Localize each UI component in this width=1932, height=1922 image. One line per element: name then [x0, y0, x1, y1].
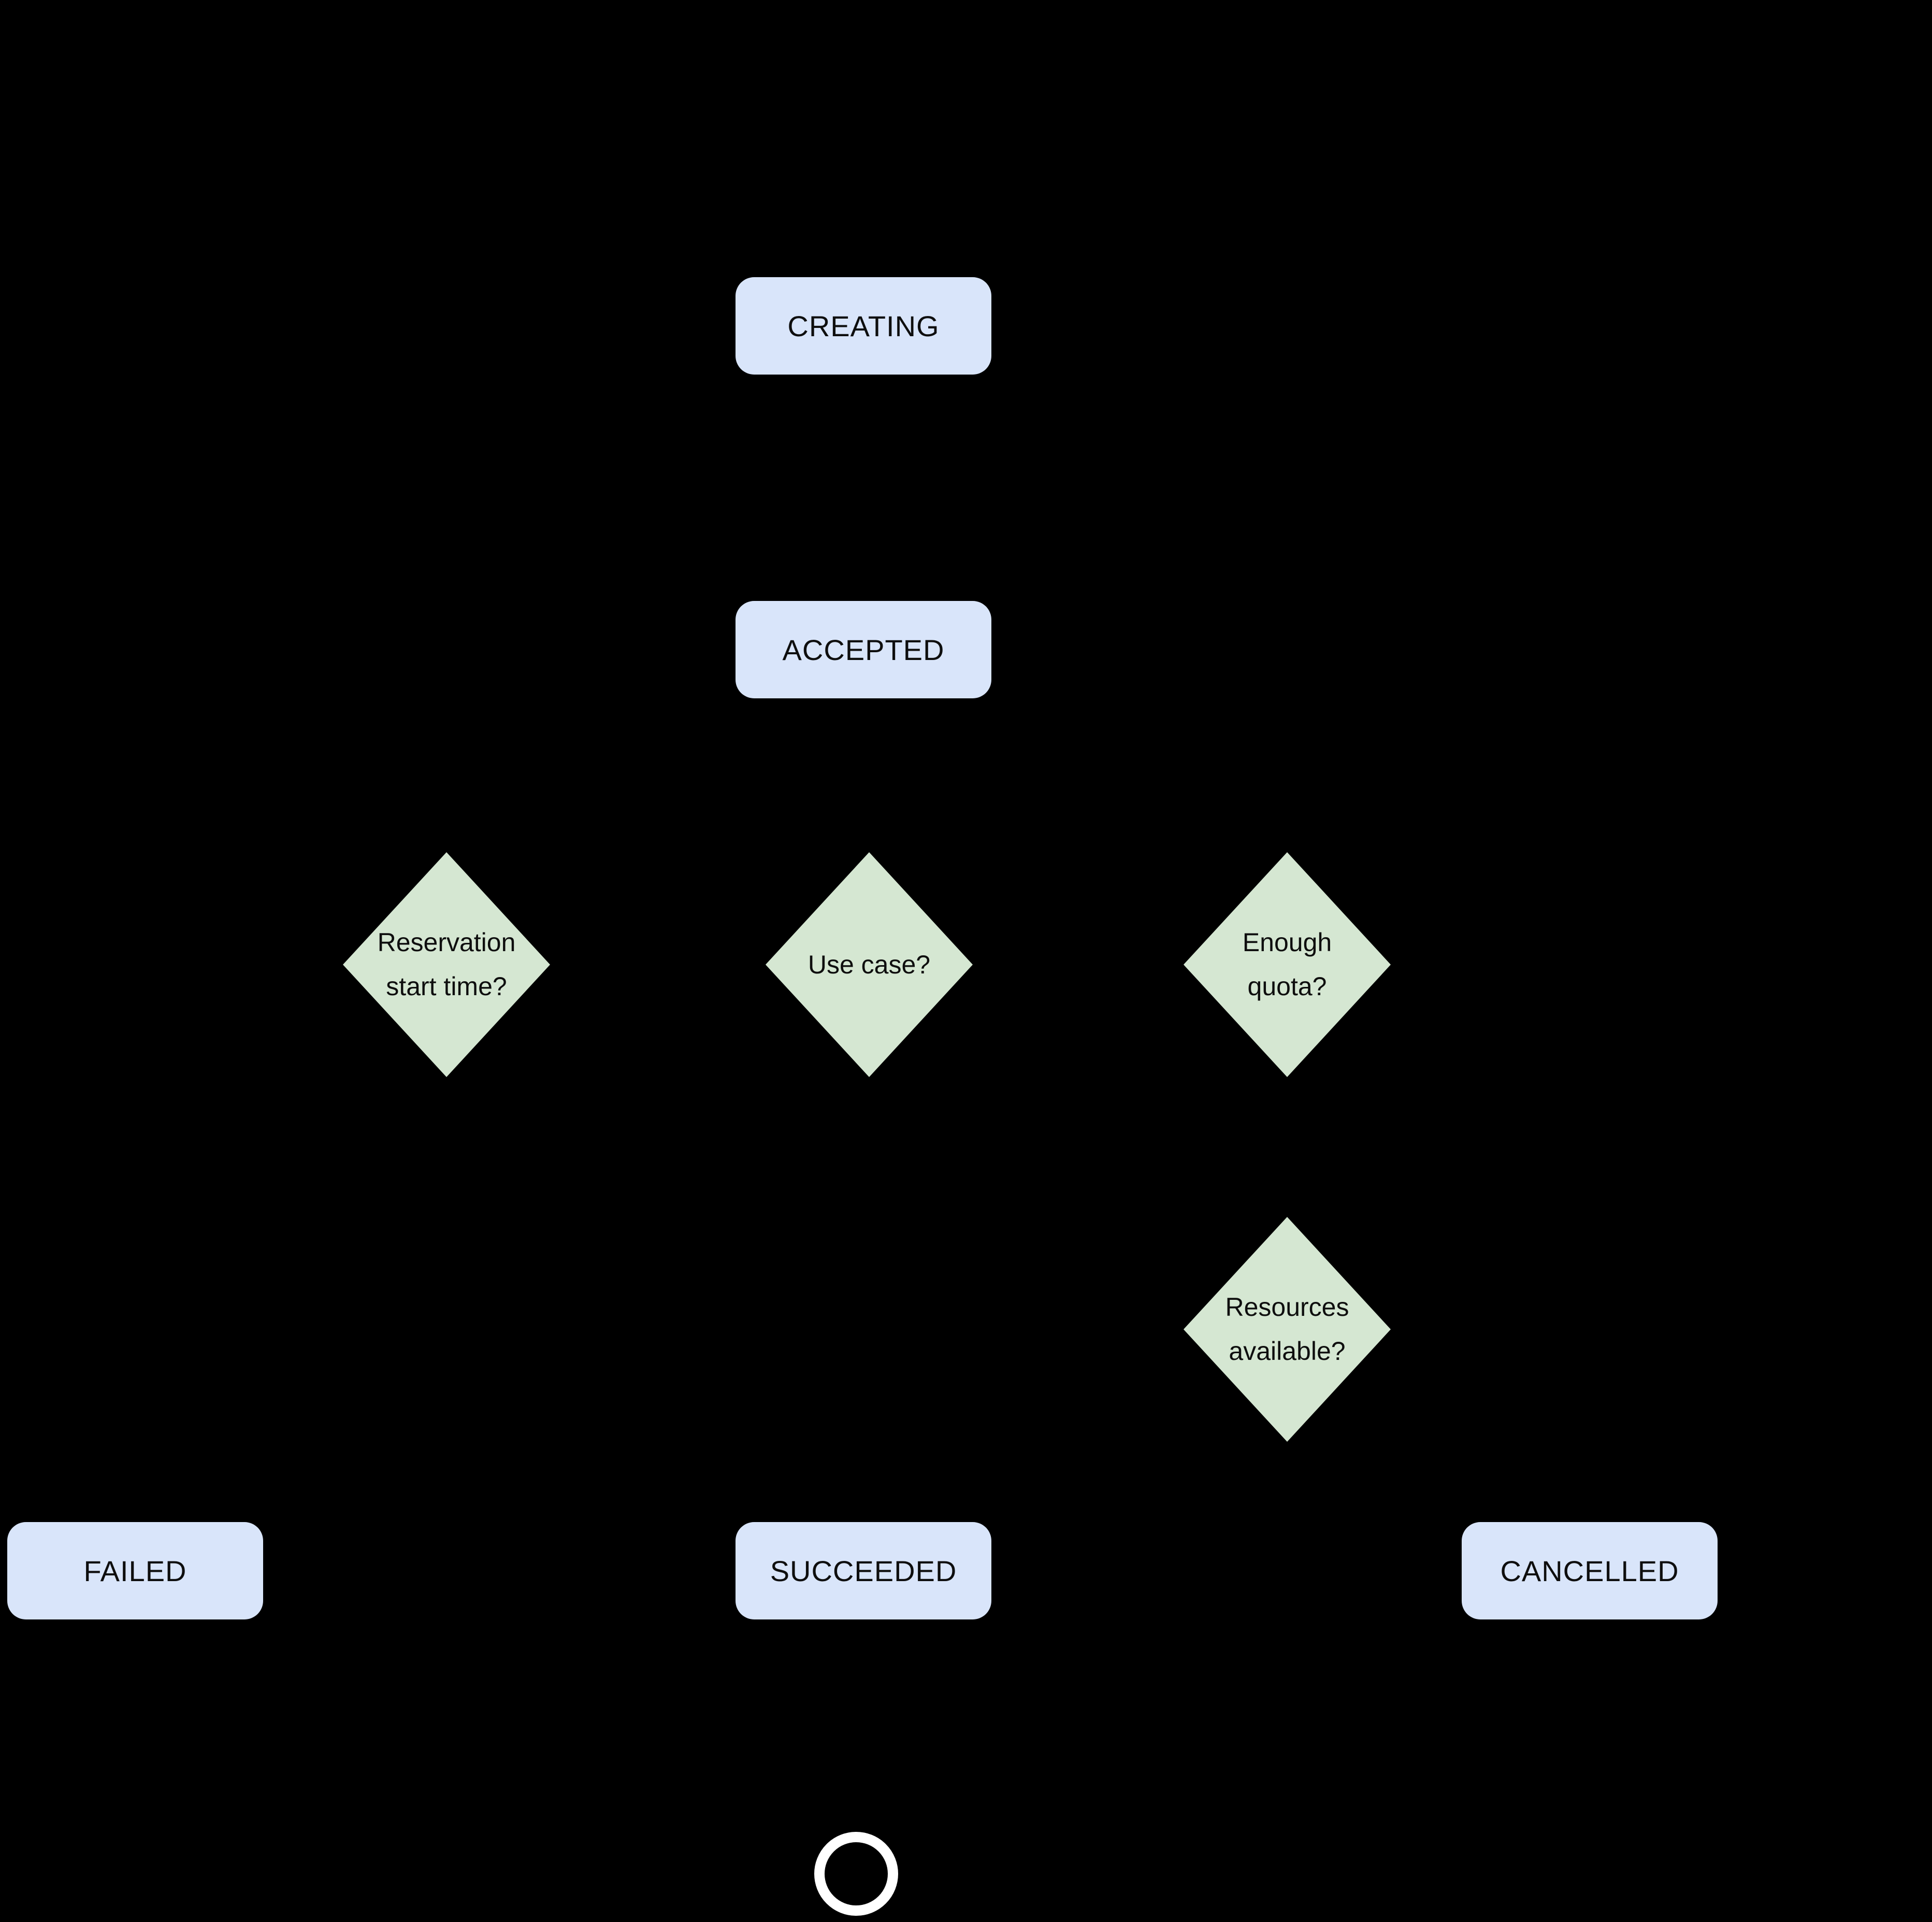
state-label-cancelled: CANCELLED: [1500, 1554, 1679, 1587]
decision-node-resources-available: Resources available?: [1184, 1217, 1391, 1442]
decision-node-enough-quota: Enough quota?: [1184, 852, 1391, 1077]
end-node-circle-icon: [814, 1832, 898, 1916]
decision-label-line: start time?: [386, 972, 507, 1001]
decision-node-reservation-start-time: Reservation start time?: [343, 852, 550, 1077]
decision-label-line: quota?: [1247, 972, 1327, 1001]
state-node-creating: CREATING: [736, 277, 991, 375]
state-label-creating: CREATING: [787, 309, 940, 342]
decision-label-line: Enough: [1242, 928, 1332, 957]
decision-label-line: available?: [1229, 1337, 1346, 1366]
state-node-failed: FAILED: [7, 1522, 263, 1619]
decision-label-line: Use case?: [808, 950, 931, 979]
decision-label-line: Resources: [1225, 1293, 1349, 1322]
decision-node-use-case: Use case?: [766, 852, 973, 1077]
state-node-accepted: ACCEPTED: [736, 601, 991, 698]
state-label-failed: FAILED: [83, 1554, 187, 1587]
state-node-succeeded: SUCCEEDED: [736, 1522, 991, 1619]
state-label-succeeded: SUCCEEDED: [770, 1554, 957, 1587]
state-label-accepted: ACCEPTED: [782, 633, 945, 666]
decision-label-line: Reservation: [377, 928, 516, 957]
state-node-cancelled: CANCELLED: [1462, 1522, 1718, 1619]
